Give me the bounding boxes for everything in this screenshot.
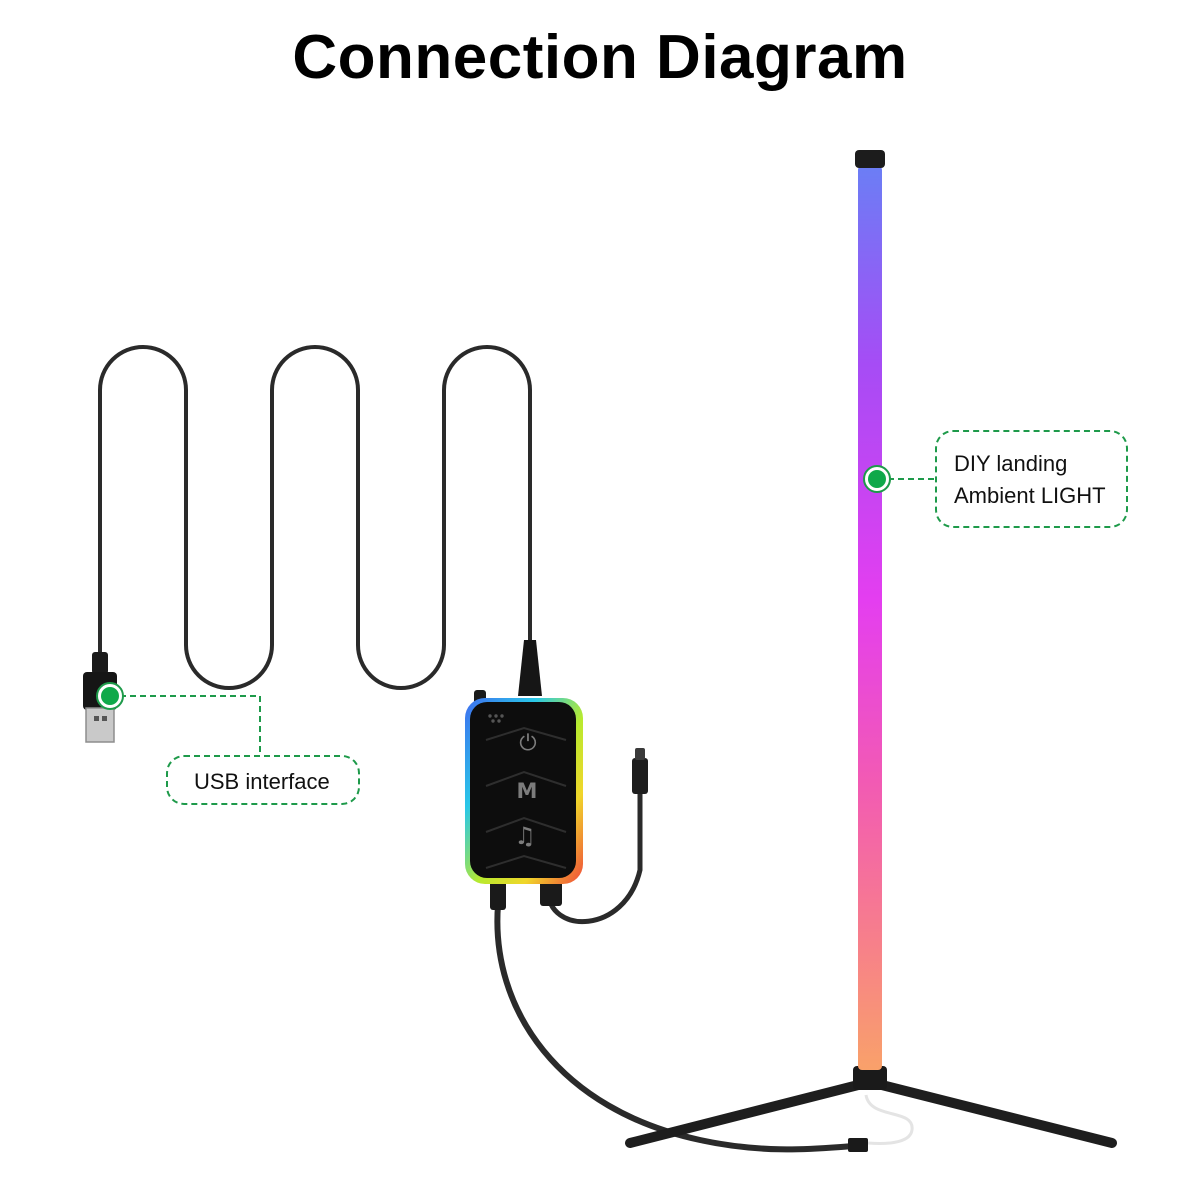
power-icon: ⏻	[519, 731, 536, 756]
usb-cable	[98, 345, 532, 690]
controller-box	[465, 690, 583, 884]
usb-interface-label: USB interface	[194, 769, 330, 794]
usb-callout-connector	[110, 695, 261, 755]
ambient-light-label-line1: DIY landing	[954, 451, 1068, 476]
usb-marker	[96, 682, 124, 710]
controller-cable-strain-relief	[518, 640, 542, 696]
mode-icon: M	[517, 779, 538, 803]
usb-interface-callout: USB interface	[166, 755, 360, 805]
ambient-light-callout: DIY landing Ambient LIGHT	[935, 430, 1128, 528]
cable-boot	[490, 880, 506, 910]
ambient-light-bar	[855, 150, 885, 1070]
music-icon: ♫	[514, 822, 536, 850]
aux-cable-boot	[540, 878, 562, 906]
lamp-base-cable	[864, 1094, 914, 1145]
ambient-light-label-line2: Ambient LIGHT	[954, 483, 1106, 508]
aux-connector	[632, 758, 648, 794]
page-title: Connection Diagram	[292, 23, 908, 92]
light-marker	[863, 465, 891, 493]
lamp-cable-connector	[848, 1138, 868, 1152]
lamp-stand	[625, 1066, 1117, 1148]
lamp-cable	[494, 904, 856, 1153]
